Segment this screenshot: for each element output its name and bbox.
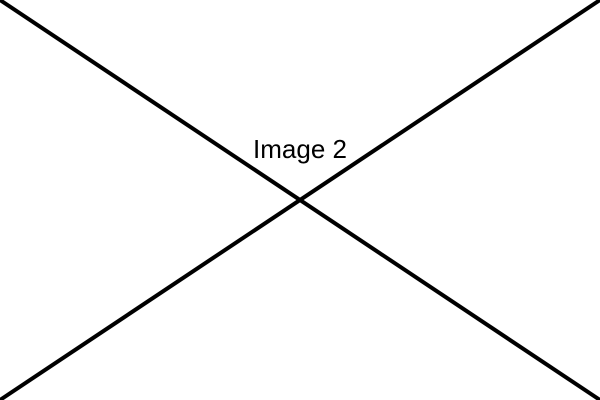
placeholder-caption: Image 2 <box>253 134 347 164</box>
